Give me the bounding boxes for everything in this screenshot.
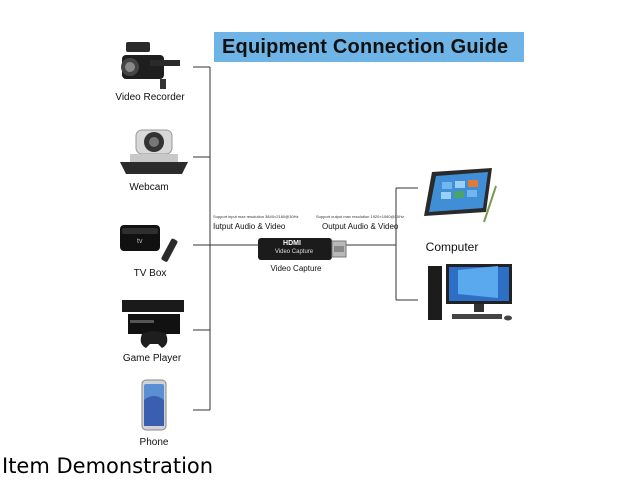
- webcam-icon: [120, 129, 188, 174]
- diagram-title: Equipment Connection Guide: [222, 36, 509, 58]
- connection-diagram: Equipment Connection Guide: [115, 32, 524, 448]
- output-resolution-note: Support output max resolution 1920×1080@…: [316, 214, 405, 219]
- connector-lines: [193, 66, 418, 411]
- video-camera-icon: [121, 42, 180, 89]
- input-resolution-note: Support input max resolution 3840×2160@3…: [213, 214, 299, 219]
- image-caption: Item Demonstration: [2, 454, 214, 478]
- source-label-video-recorder: Video Recorder: [115, 92, 185, 103]
- phone-icon: [141, 379, 167, 431]
- source-label-webcam: Webcam: [129, 182, 169, 193]
- game-console-icon: [122, 300, 184, 348]
- device-label: Video Capture: [270, 264, 322, 273]
- input-label: Iutput Audio & Video: [213, 222, 286, 231]
- device-logo: HDMI: [283, 240, 301, 247]
- capture-device: HDMI Video Capture: [258, 238, 347, 260]
- device-body-text: Video Capture: [275, 249, 314, 255]
- source-label-tv-box: TV Box: [133, 268, 167, 279]
- tv-box-icon: tv: [120, 225, 178, 262]
- source-label-phone: Phone: [139, 437, 169, 448]
- target-label-computer: Computer: [425, 240, 479, 254]
- tablet-icon: [424, 168, 497, 223]
- output-label: Output Audio & Video: [322, 222, 399, 231]
- desktop-computer-icon: [428, 264, 512, 321]
- title-banner: Equipment Connection Guide: [214, 32, 524, 62]
- diagram-canvas: tv HDMI Video Capture: [120, 42, 512, 431]
- svg-text:tv: tv: [137, 238, 143, 245]
- source-label-game-player: Game Player: [122, 353, 182, 364]
